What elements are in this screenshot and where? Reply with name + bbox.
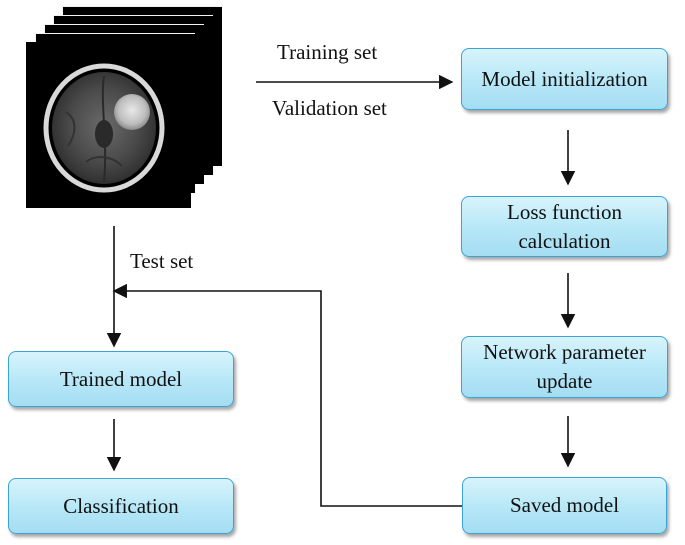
mri-brain-slice-stack-icon: [26, 6, 241, 216]
loss-function-calculation-box: Loss function calculation: [461, 196, 668, 257]
brain-scan-image: [26, 42, 191, 208]
label-training-set: Training set: [277, 40, 378, 64]
trained-model-box: Trained model: [8, 351, 234, 407]
network-parameter-update-box: Network parameter update: [461, 336, 668, 398]
model-initialization-box: Model initialization: [461, 48, 668, 110]
arrow-saved-to-trained-feedback: [112, 283, 462, 507]
mri-slice-front: [26, 42, 191, 208]
label-test-set: Test set: [130, 249, 194, 273]
classification-box: Classification: [8, 478, 234, 534]
label-validation-set: Validation set: [272, 96, 387, 120]
saved-model-box: Saved model: [462, 477, 667, 534]
